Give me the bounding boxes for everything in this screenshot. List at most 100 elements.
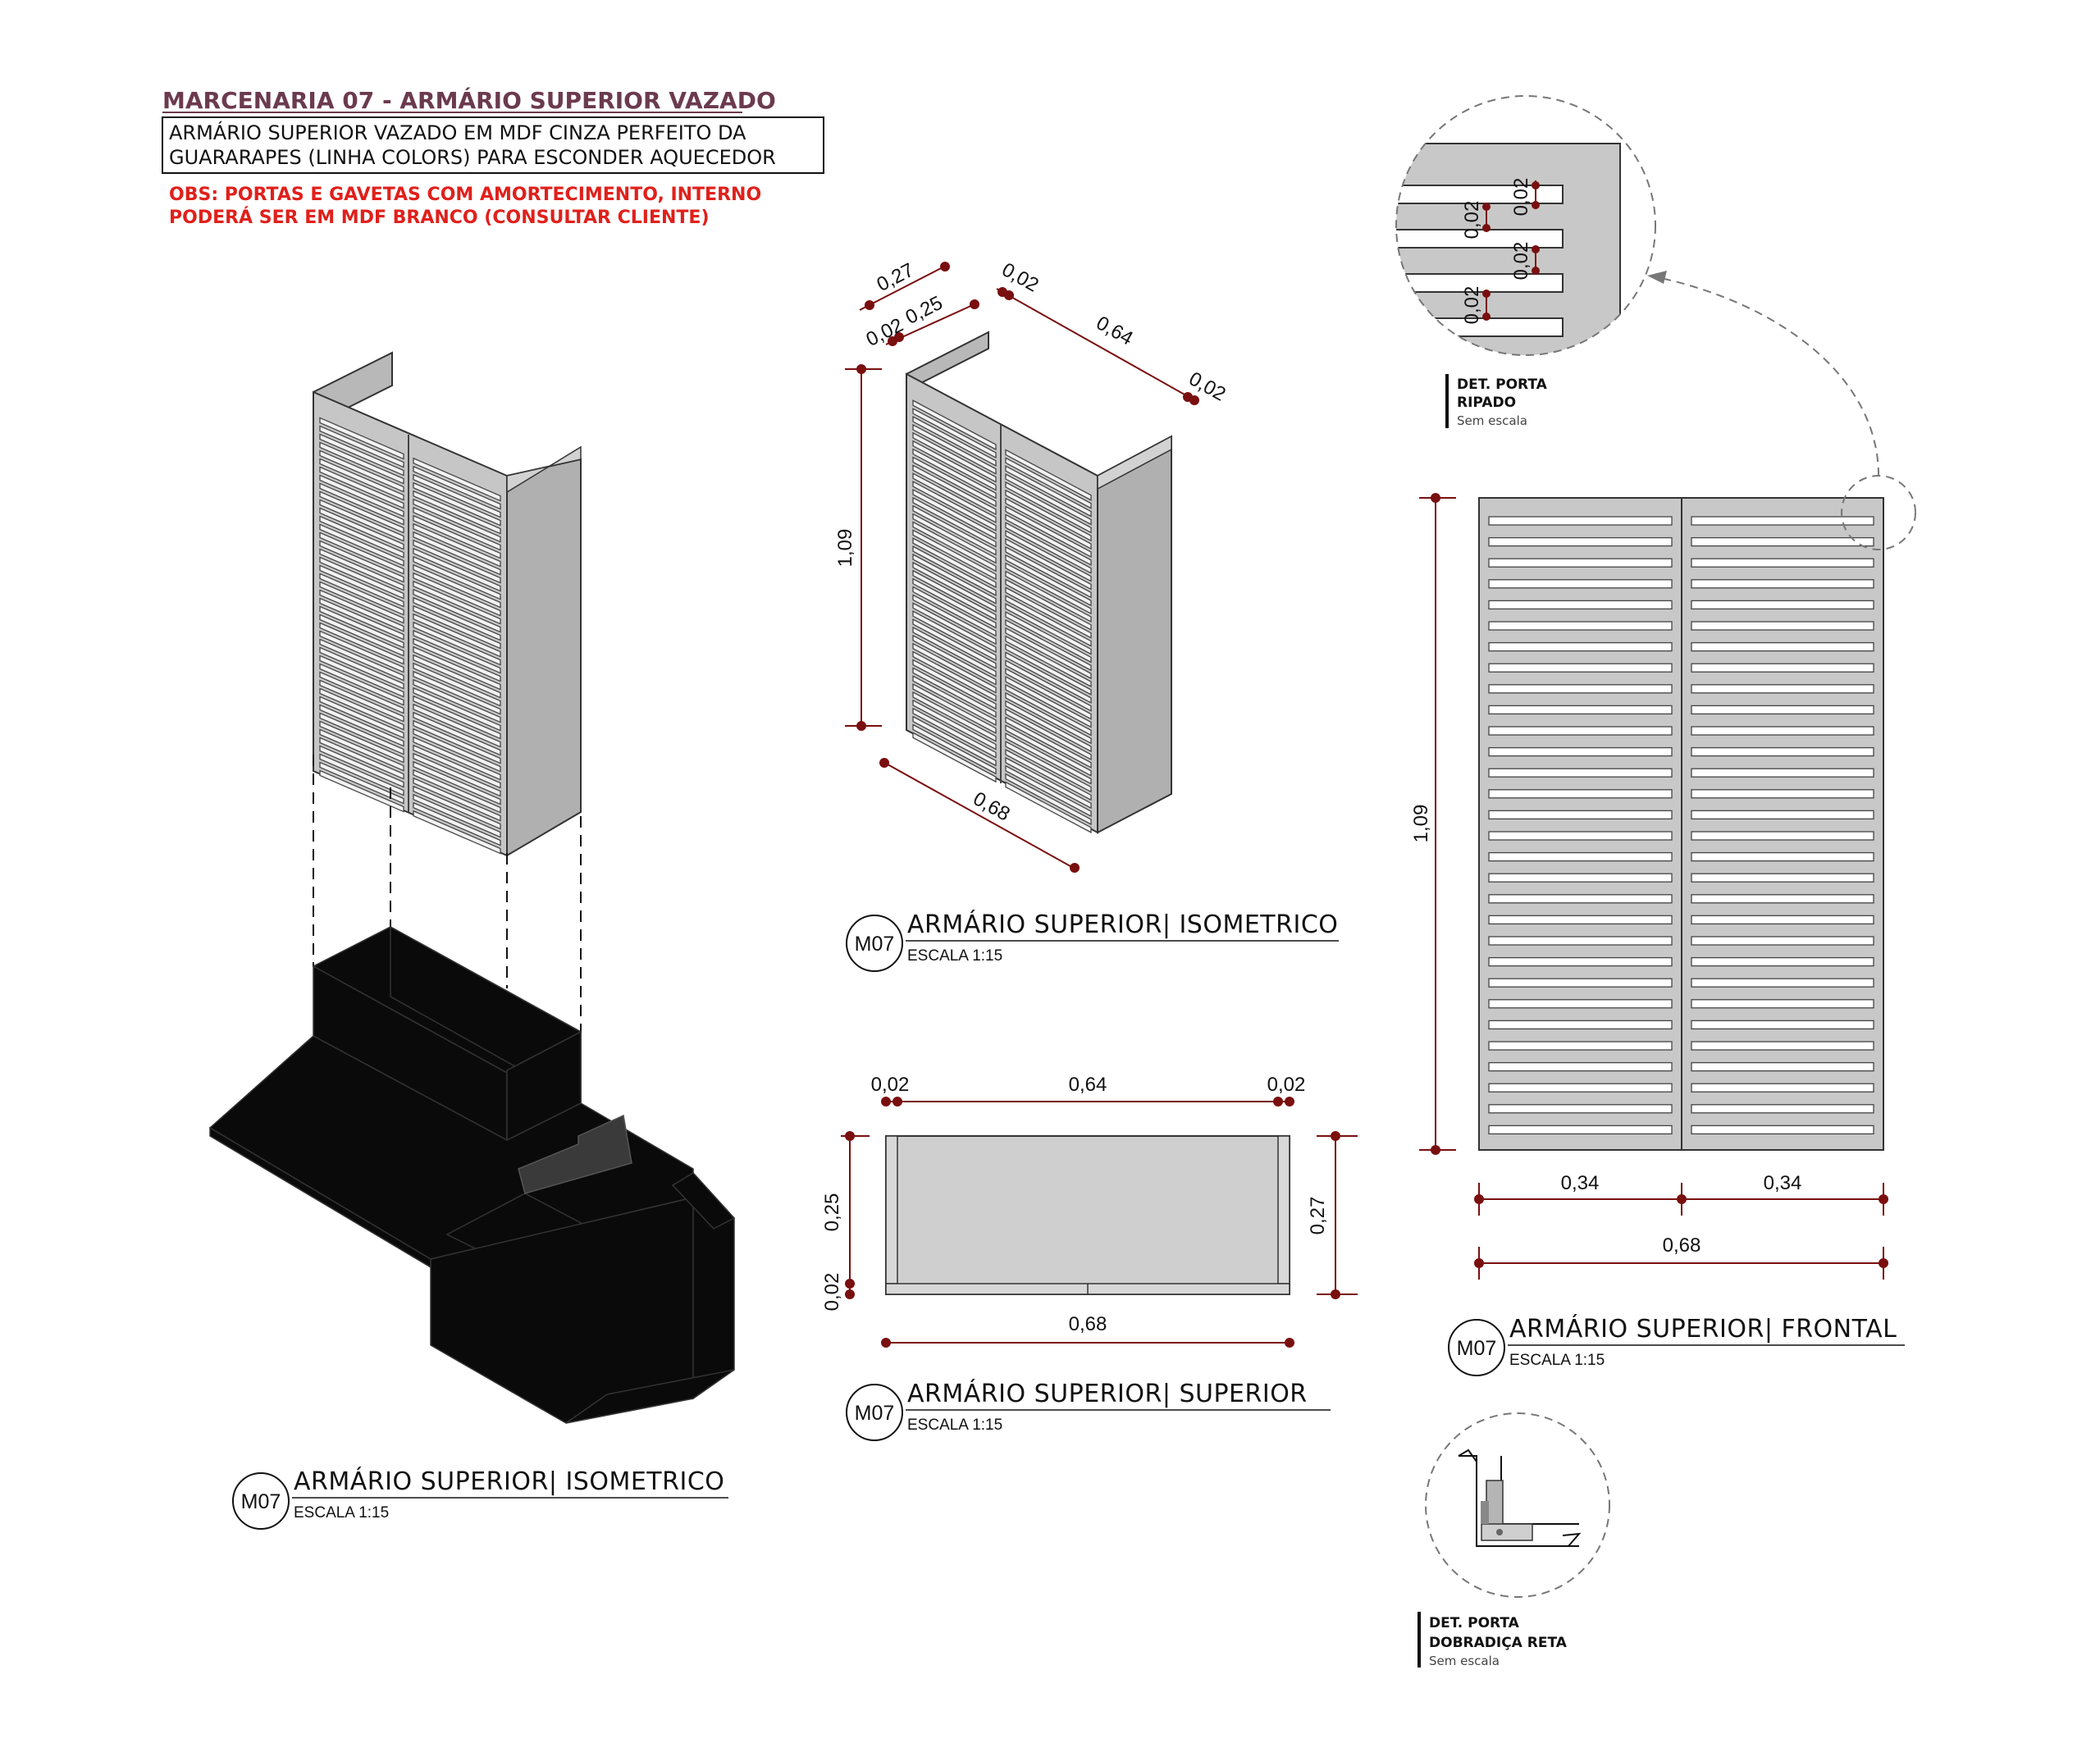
slat [912, 423, 997, 475]
slat [1691, 1083, 1874, 1093]
slat [1005, 668, 1092, 720]
slat [1488, 1061, 1673, 1072]
slat [1691, 705, 1874, 715]
slat [319, 499, 404, 542]
slat [1488, 810, 1673, 820]
slat [1005, 497, 1092, 550]
slat [413, 719, 501, 764]
slat [1691, 894, 1874, 904]
slat [912, 610, 997, 661]
slat [1488, 831, 1673, 841]
slat [1005, 586, 1092, 639]
slat [413, 572, 501, 617]
slat [1488, 663, 1673, 673]
top-view: 0,02 0,64 0,02 0,25 0,02 0,27 0,68 M07 A… [821, 1074, 1358, 1441]
slat [413, 736, 501, 781]
slat [1488, 600, 1673, 610]
slat [912, 650, 997, 702]
slat [912, 408, 997, 459]
slat [319, 474, 404, 518]
slat [319, 523, 404, 567]
slat [1005, 781, 1092, 833]
slat [413, 670, 501, 715]
slat [413, 629, 501, 674]
slat [1488, 768, 1673, 778]
slat [319, 687, 404, 731]
slat [912, 521, 997, 573]
slat [413, 662, 501, 707]
dim-width-inner: 0,64 [1093, 312, 1137, 349]
slat [1005, 700, 1092, 753]
detail-hinge: DET. PORTA DOBRADIÇA RETA Sem escala [1418, 1412, 1610, 1668]
ripado-dim-1: 0,02 [1461, 201, 1483, 240]
slat [1691, 956, 1874, 967]
slat [319, 532, 404, 575]
isometric-dimensioned-view: 0,27 0,25 0,02 0,02 0,64 0,02 1,09 0,68 … [834, 258, 1339, 972]
view-code: M07 [855, 933, 895, 956]
slat [1005, 538, 1092, 591]
slat [1005, 732, 1092, 785]
slat [1005, 741, 1092, 793]
slat [319, 581, 404, 624]
description-line-1: ARMÁRIO SUPERIOR VAZADO EM MDF CINZA PER… [169, 121, 746, 144]
front-slats [1488, 516, 1874, 1135]
slat [319, 646, 404, 690]
slat [413, 563, 501, 609]
slat [319, 679, 404, 723]
front-dimension-lines [1419, 493, 1888, 1280]
hinge-title-2: DOBRADIÇA RETA [1429, 1635, 1568, 1651]
slat [1488, 579, 1673, 589]
slat [1691, 810, 1874, 820]
slat [1005, 635, 1092, 688]
slat [319, 753, 404, 796]
slat [912, 448, 997, 500]
slat [319, 482, 404, 526]
slat [1488, 1020, 1673, 1030]
slat [319, 737, 404, 780]
slat [1488, 894, 1673, 904]
exploded-isometric-view: M07 ARMÁRIO SUPERIOR| ISOMETRICO ESCALA … [208, 351, 736, 1530]
slat [413, 752, 501, 797]
dim-width-total: 0,68 [970, 787, 1014, 825]
slat [912, 553, 997, 605]
description-line-2: GUARARAPES (LINHA COLORS) PARA ESCONDER … [169, 146, 776, 169]
slat [413, 555, 501, 600]
slat [1488, 726, 1673, 736]
slat [319, 597, 404, 641]
slat [413, 465, 501, 510]
slat [413, 531, 501, 576]
slat [1488, 873, 1673, 883]
slat [1005, 505, 1092, 558]
slat [912, 456, 997, 508]
slat [1691, 1104, 1874, 1114]
slat [1005, 708, 1092, 761]
slat [1488, 1125, 1673, 1135]
hinge-title-1: DET. PORTA [1429, 1615, 1520, 1631]
slat [912, 488, 997, 540]
view-label-iso-exploded: M07 ARMÁRIO SUPERIOR| ISOMETRICO ESCALA … [232, 1467, 728, 1530]
slat [413, 801, 501, 846]
slat [1005, 449, 1092, 501]
slat [1488, 956, 1673, 967]
slat [1005, 651, 1092, 704]
slat [413, 481, 501, 527]
slat [1488, 516, 1673, 526]
slat [912, 537, 997, 589]
slat [912, 529, 997, 581]
slat [1691, 579, 1874, 589]
description-box [162, 116, 824, 174]
slat [1005, 570, 1092, 623]
slat [413, 547, 501, 592]
slat [319, 417, 404, 460]
slat [413, 605, 501, 650]
slats-left-door [319, 417, 501, 855]
slat [1691, 536, 1874, 547]
slat [319, 425, 404, 468]
slat [1488, 621, 1673, 631]
view-code: M07 [855, 1402, 895, 1425]
slat [319, 696, 404, 739]
dim-depth-inner: 0,25 [902, 292, 947, 329]
slat [1691, 600, 1874, 610]
slat [319, 490, 404, 534]
slat [912, 440, 997, 491]
